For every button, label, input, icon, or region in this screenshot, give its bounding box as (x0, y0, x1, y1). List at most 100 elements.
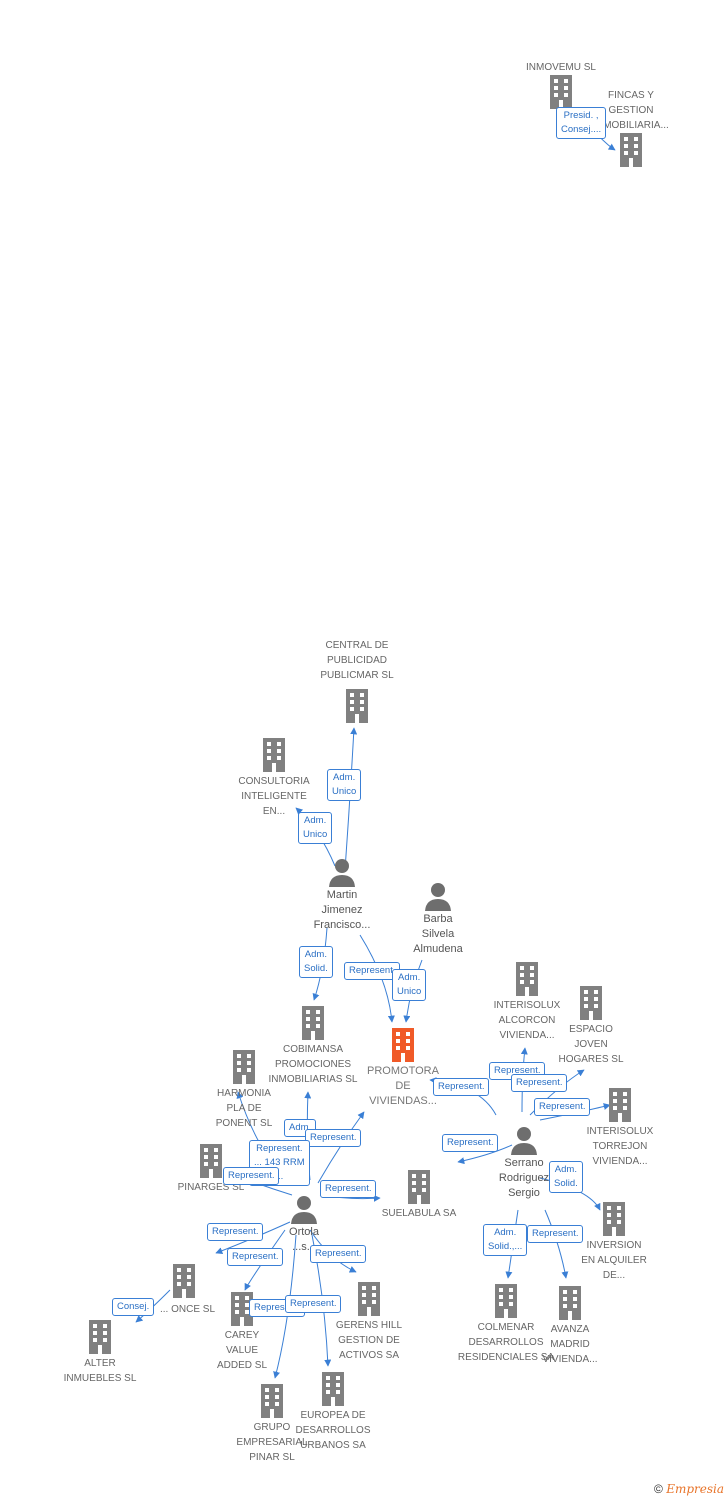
relation-represent[interactable]: Represent. (310, 1245, 367, 1263)
person-serrano[interactable]: Serrano Rodriguez Sergio (459, 1126, 589, 1201)
company-label: COLMENAR DESARROLLOS RESIDENCIALES SA (457, 1322, 555, 1363)
company-grupo-pinar[interactable]: GRUPO EMPRESARIAL PINAR SL (207, 1384, 337, 1465)
relation-represent[interactable]: Represent. (442, 1134, 499, 1152)
person-icon (511, 1127, 537, 1155)
relation-adm-unico[interactable]: Adm. Unico (327, 769, 362, 801)
person-ortola[interactable]: Ortola ...s... (239, 1195, 369, 1255)
relation-represent[interactable]: Represent. (305, 1129, 362, 1147)
building-icon (200, 1144, 222, 1178)
copyright-symbol: © (654, 1482, 663, 1496)
company-label: GERENS HILL GESTION DE ACTIVOS SA (335, 1320, 403, 1361)
building-icon (89, 1320, 111, 1354)
relation-represent[interactable]: Represent. (223, 1167, 280, 1185)
company-inmovemu[interactable]: INMOVEMU SL (496, 60, 626, 111)
company-once-label: ... ONCE SL (160, 1304, 216, 1315)
building-icon (580, 986, 602, 1020)
company-promotora-focus[interactable]: PROMOTORA DE VIVIENDAS... (338, 1028, 468, 1109)
building-icon (559, 1286, 581, 1320)
building-icon (233, 1050, 255, 1084)
company-label: CENTRAL DE PUBLICIDAD PUBLICMAR SL (320, 640, 394, 681)
building-icon (603, 1202, 625, 1236)
relation-adm-solid[interactable]: Adm. Solid. (299, 946, 333, 978)
building-icon (495, 1284, 517, 1318)
relation-represent[interactable]: Represent. (527, 1225, 584, 1243)
building-icon (408, 1170, 430, 1204)
relation-represent[interactable]: Represent. (320, 1180, 377, 1198)
building-icon (358, 1282, 380, 1316)
relation-represent[interactable]: Represent. (227, 1248, 284, 1266)
company-central[interactable]: CENTRAL DE PUBLICIDAD PUBLICMAR SL (292, 638, 422, 725)
company-colmenar[interactable]: COLMENAR DESARROLLOS RESIDENCIALES SA (441, 1284, 571, 1365)
relation-consej[interactable]: Consej. (112, 1298, 155, 1316)
edge-serrano-avanza (544, 1209, 569, 1279)
company-espacio-joven[interactable]: ESPACIO JOVEN HOGARES SL (526, 986, 656, 1067)
company-label: COBIMANSA PROMOCIONES INMOBILIARIAS SL (268, 1044, 358, 1085)
company-once[interactable] (119, 1264, 249, 1300)
person-label: Barba Silvela Almudena (413, 913, 463, 955)
company-label: AVANZA MADRID VIVIENDA... (542, 1324, 598, 1365)
company-label: FINCAS Y GESTION INMOBILIARIA... (593, 90, 669, 131)
building-icon (173, 1264, 195, 1298)
building-icon (346, 689, 368, 723)
building-icon (516, 962, 538, 996)
building-icon (550, 75, 572, 109)
company-interisolux-alcorcon[interactable]: INTERISOLUX ALCORCON VIVIENDA... (462, 962, 592, 1043)
company-europea[interactable]: EUROPEA DE DESARROLLOS URBANOS SA (268, 1372, 398, 1453)
person-label: Martin Jimenez Francisco... (313, 889, 371, 931)
company-label: CAREY VALUE ADDED SL (216, 1330, 267, 1371)
relation-adm-unico[interactable]: Adm. Unico (392, 969, 427, 1001)
edge-ortola-carey (244, 1229, 286, 1291)
company-label: INTERISOLUX TORREJON VIVIENDA... (586, 1126, 654, 1167)
building-icon (231, 1292, 253, 1326)
relation-represent[interactable]: Represent. (433, 1078, 490, 1096)
company-label: INMOVEMU SL (525, 62, 596, 73)
building-icon (620, 133, 642, 167)
relation-represent[interactable]: Represent. (511, 1074, 568, 1092)
company-label: PINARGES SL (177, 1182, 245, 1193)
person-martin[interactable]: Martin Jimenez Francisco... (277, 858, 407, 933)
company-label: INTERISOLUX ALCORCON VIVIENDA... (493, 1000, 561, 1041)
relation-presid-consej[interactable]: Presid. , Consej.... (556, 107, 607, 139)
company-carey[interactable]: CAREY VALUE ADDED SL (177, 1292, 307, 1373)
company-label: HARMONIA PLA DE PONENT SL (215, 1088, 273, 1129)
person-icon (425, 883, 451, 911)
relation-adm-unico[interactable]: Adm. Unico (298, 812, 333, 844)
company-label: PROMOTORA DE VIVIENDAS... (367, 1065, 439, 1107)
company-label: ALTER INMUEBLES SL (63, 1358, 137, 1384)
company-label: INVERSION EN ALQUILER DE... (581, 1240, 647, 1281)
company-alter[interactable]: ALTER INMUEBLES SL (35, 1320, 165, 1386)
building-icon (392, 1028, 414, 1062)
company-harmonia[interactable]: HARMONIA PLA DE PONENT SL (179, 1050, 309, 1131)
person-label: Ortola ...s... (289, 1226, 319, 1253)
relation-represent[interactable]: Represent. (285, 1295, 342, 1313)
company-cobimansa[interactable]: COBIMANSA PROMOCIONES INMOBILIARIAS SL (248, 1006, 378, 1087)
building-icon (322, 1372, 344, 1406)
company-label: GRUPO EMPRESARIAL PINAR SL (236, 1422, 308, 1463)
company-pinarges[interactable]: PINARGES SL (146, 1144, 276, 1195)
company-gerens[interactable]: GERENS HILL GESTION DE ACTIVOS SA (304, 1282, 434, 1363)
company-inversion-alquiler[interactable]: INVERSION EN ALQUILER DE... (549, 1202, 679, 1283)
person-barba[interactable]: Barba Silvela Almudena (373, 882, 503, 957)
relation-represent[interactable]: Represent. (207, 1223, 264, 1241)
building-icon (302, 1006, 324, 1040)
company-avanza[interactable]: AVANZA MADRID VIVIENDA... (505, 1286, 635, 1367)
relation-adm-solid[interactable]: Adm. Solid. (549, 1161, 583, 1193)
company-suelabula[interactable]: SUELABULA SA (354, 1170, 484, 1221)
relation-label: Represent. (256, 1143, 303, 1154)
person-label: Serrano Rodriguez Sergio (498, 1157, 550, 1199)
building-icon (263, 738, 285, 772)
edge-serrano-represent (457, 1144, 513, 1165)
relation-sublabel: ... 143 RRM ... (254, 1157, 305, 1182)
relation-represent[interactable]: Represent. (534, 1098, 591, 1116)
company-fincas[interactable]: FINCAS Y GESTION INMOBILIARIA... (566, 88, 696, 169)
company-consultoria[interactable]: CONSULTORIA INTELIGENTE EN... (209, 738, 339, 819)
building-icon (609, 1088, 631, 1122)
company-label: CONSULTORIA INTELIGENTE EN... (238, 776, 310, 817)
relation-adm-solid-dots[interactable]: Adm. Solid.,... (483, 1224, 528, 1256)
company-label: SUELABULA SA (381, 1208, 457, 1219)
building-icon (261, 1384, 283, 1418)
person-icon (291, 1196, 317, 1224)
footer-brand: © Empresia (654, 1482, 724, 1496)
company-label: ESPACIO JOVEN HOGARES SL (558, 1024, 624, 1065)
company-interisolux-torrejon[interactable]: INTERISOLUX TORREJON VIVIENDA... (555, 1088, 685, 1169)
